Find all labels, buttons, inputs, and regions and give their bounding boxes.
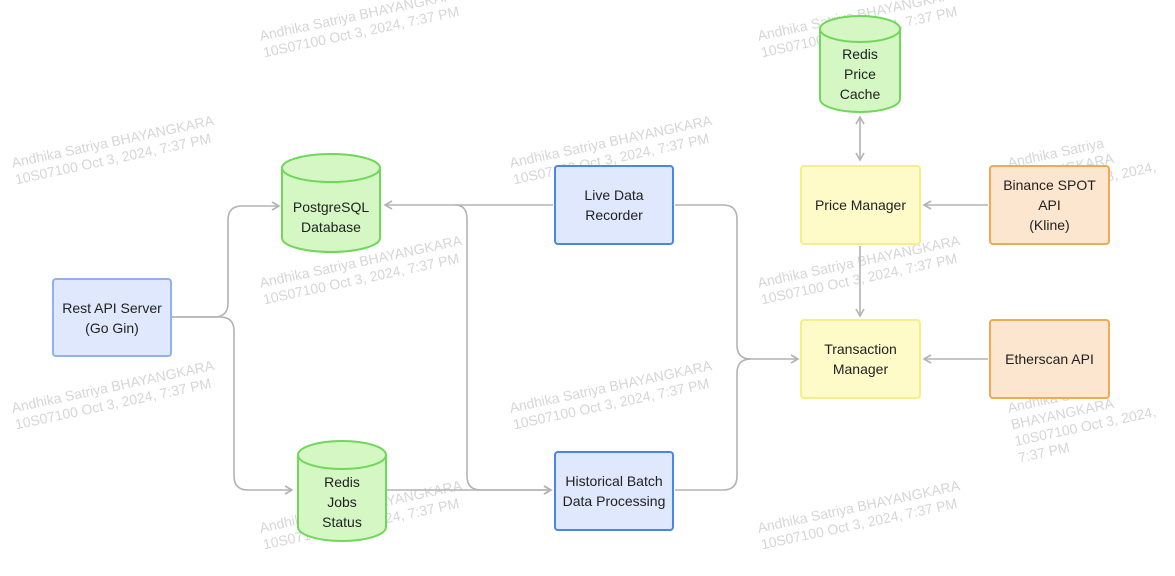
edge-rest-to-postgres — [172, 201, 281, 318]
live-data-recorder-node[interactable]: Live Data Recorder — [554, 165, 674, 245]
edge-historical-to-transaction — [675, 358, 752, 491]
binance-api-node[interactable]: Binance SPOT API (Kline) — [989, 165, 1110, 245]
edge-rest-to-redis-jobs — [172, 316, 294, 495]
edge-live-to-transaction — [675, 204, 800, 364]
connectors — [172, 115, 988, 495]
redis-jobs-label: Redis Jobs Status — [322, 474, 362, 530]
postgres-label: PostgreSQL Database — [292, 199, 370, 235]
price-manager-node[interactable]: Price Manager — [800, 165, 921, 245]
redis-price-cylinder[interactable] — [819, 15, 901, 113]
postgres-cylinder[interactable] — [281, 153, 381, 253]
rest-api-server-node[interactable]: Rest API Server (Go Gin) — [52, 278, 172, 357]
transaction-manager-node[interactable]: Transaction Manager — [800, 319, 921, 399]
edge-live-to-historical — [454, 204, 553, 495]
redis-jobs-cylinder[interactable] — [297, 440, 387, 542]
historical-batch-node[interactable]: Historical Batch Data Processing — [554, 451, 674, 531]
etherscan-api-node[interactable]: Etherscan API — [989, 319, 1110, 399]
redis-price-label: Redis Price Cache — [839, 46, 881, 102]
